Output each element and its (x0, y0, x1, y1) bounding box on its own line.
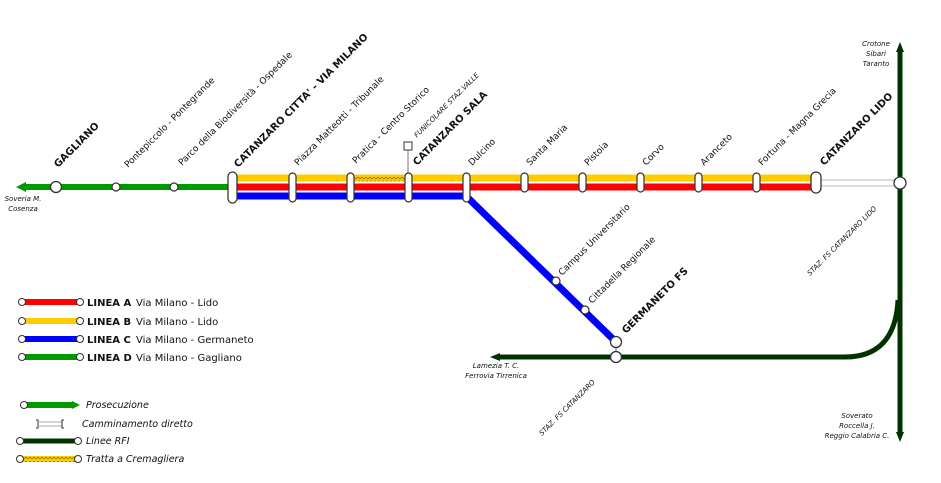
rfi-lines (490, 42, 904, 442)
legend-prosecuzione: Prosecuzione (20, 400, 149, 411)
legend-line-c-name: LINEA C (87, 335, 131, 346)
legend-line-d-route: Via Milano - Gagliano (136, 353, 242, 364)
dest-lamezia-2: Ferrovia Tirrenica (465, 372, 527, 380)
dest-crotone-3: Taranto (863, 60, 889, 68)
legend-cremagliera-label: Tratta a Cremagliera (86, 454, 184, 465)
station-staz-fs-catanzaro[interactable] (609, 350, 623, 364)
label-pistoia: Pistoia (583, 140, 611, 168)
label-dulcino: Dulcino (467, 137, 498, 168)
station-germaneto[interactable] (609, 335, 623, 349)
label-parco: Parco della Biodiversità - Ospedale (177, 50, 295, 168)
legend-line-b-route: Via Milano - Lido (136, 317, 218, 328)
legend-lines: LINEA A Via Milano - Lido LINEA B Via Mi… (18, 298, 254, 364)
dest-crotone-1: Crotone (862, 40, 890, 48)
station-lido[interactable] (810, 171, 822, 194)
label-staz-fs-lido: STAZ. FS CATANZARO LIDO (806, 204, 879, 277)
station-sala[interactable] (404, 172, 413, 203)
station-cittadella[interactable] (580, 305, 590, 315)
station-dulcino[interactable] (462, 172, 471, 203)
legend-rfi-label: Linee RFI (86, 436, 130, 447)
legend-line-a-name: LINEA A (87, 298, 132, 309)
stations (49, 171, 907, 364)
rfi-arrow-north (896, 42, 904, 52)
label-staz-fs-catanzaro: STAZ. FS CATANZARO (538, 378, 597, 437)
rfi-line-tirrenica (498, 299, 901, 360)
walkway-lido (818, 179, 898, 187)
dest-lamezia-1: Lamezia T. C. (473, 362, 519, 370)
legend-line-a-route: Via Milano - Lido (136, 298, 218, 309)
station-pistoia[interactable] (578, 172, 587, 193)
label-corvo: Corvo (641, 142, 667, 168)
station-campus[interactable] (551, 276, 561, 286)
station-parco[interactable] (169, 182, 179, 192)
label-lido: CATANZARO LIDO (818, 91, 895, 168)
dest-soverato-2: Roccella J. (839, 422, 875, 430)
legend-line-d-name: LINEA D (87, 353, 132, 364)
legend-line-c: LINEA C Via Milano - Germaneto (18, 335, 254, 346)
dest-soverato-1: Soverato (841, 412, 872, 420)
legend-line-b-name: LINEA B (87, 317, 131, 328)
station-gagliano[interactable] (49, 180, 63, 194)
line-d-arrow (16, 182, 26, 192)
legend-camminamento: Camminamento diretto (36, 419, 193, 430)
destination-labels: Soveria M. Cosenza Crotone Sibari Tarant… (5, 40, 890, 440)
station-staz-fs-lido[interactable] (893, 176, 907, 190)
station-pratica[interactable] (346, 172, 355, 203)
station-pontepiccolo[interactable] (111, 182, 121, 192)
label-santa-maria: Santa Maria (525, 123, 570, 168)
rack-section (354, 175, 406, 199)
legend-line-c-route: Via Milano - Germaneto (136, 335, 254, 346)
station-via-milano[interactable] (227, 171, 238, 204)
legend-symbols: Prosecuzione Camminamento diretto Linee … (16, 400, 193, 465)
legend-cremagliera: Tratta a Cremagliera (16, 454, 184, 465)
legend-camminamento-label: Camminamento diretto (82, 419, 193, 430)
legend-line-a: LINEA A Via Milano - Lido (18, 298, 218, 309)
label-aranceto: Aranceto (699, 132, 735, 168)
legend-prosecuzione-label: Prosecuzione (86, 400, 149, 411)
station-matteotti[interactable] (288, 172, 297, 203)
station-aranceto[interactable] (694, 172, 703, 193)
dest-soverato-3: Reggio Calabria C. (825, 432, 890, 440)
funicolare-icon (403, 141, 413, 151)
legend-line-b: LINEA B Via Milano - Lido (18, 317, 218, 328)
dest-soveria-2: Cosenza (8, 205, 38, 213)
label-germaneto: GERMANETO FS (620, 266, 690, 336)
dest-soveria-1: Soveria M. (5, 195, 42, 203)
label-cittadella: Cittadella Regionale (587, 235, 658, 306)
rfi-arrow-south (896, 432, 904, 442)
dest-crotone-2: Sibari (866, 50, 886, 58)
label-via-milano: CATANZARO CITTA' - VIA MILANO (232, 32, 370, 170)
station-fortuna[interactable] (752, 172, 761, 193)
label-pontepiccolo: Pontepiccolo - Pontegrande (123, 76, 218, 171)
label-gagliano: GAGLIANO (52, 121, 101, 170)
legend-rfi: Linee RFI (16, 436, 130, 447)
station-santa-maria[interactable] (520, 172, 529, 193)
legend-line-d: LINEA D Via Milano - Gagliano (18, 353, 242, 364)
rfi-arrow-west (490, 353, 500, 361)
station-corvo[interactable] (636, 172, 645, 193)
